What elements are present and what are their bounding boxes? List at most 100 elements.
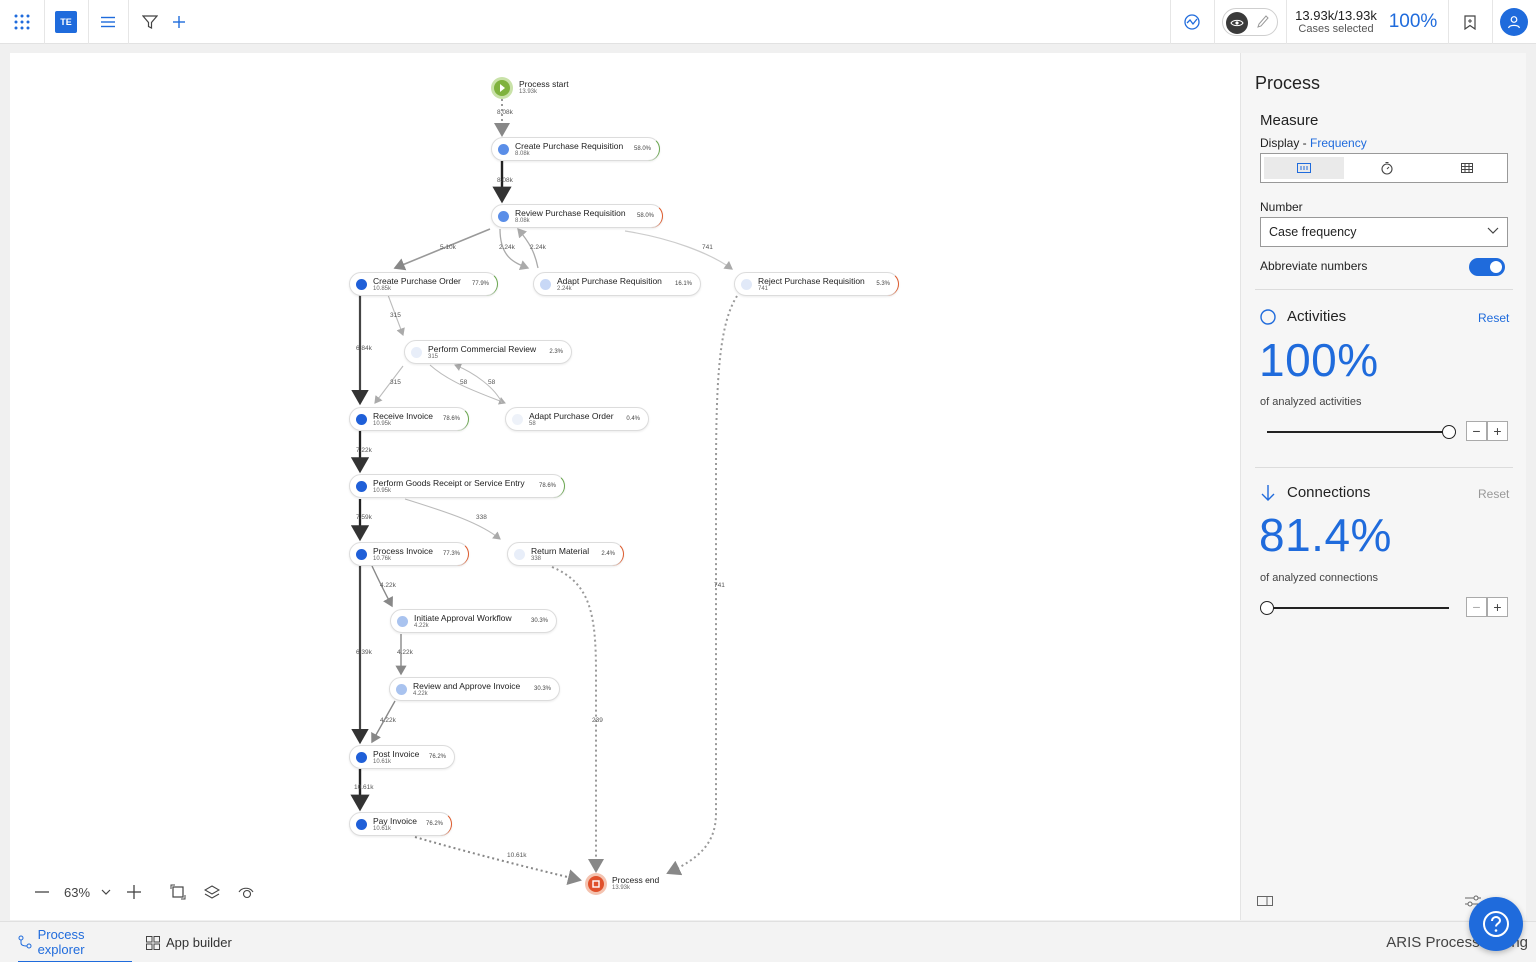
top-bar: TE 13.93k/13.93k Cases selected 100% (0, 0, 1536, 44)
app-builder-icon (146, 935, 160, 950)
chevron-down-icon[interactable] (100, 880, 112, 904)
view-edit-toggle[interactable] (1222, 0, 1278, 44)
settings-sliders-icon[interactable] (1465, 894, 1481, 913)
node-create-purchase-order[interactable]: Create Purchase Order 10.85k 77.9% (349, 272, 498, 296)
connections-reset-link[interactable]: Reset (1478, 487, 1510, 501)
edge-label: 315 (390, 312, 401, 319)
activity-dot (356, 819, 367, 830)
number-select[interactable]: Case frequency (1260, 217, 1508, 247)
table-tab[interactable] (1427, 154, 1507, 182)
add-filter-icon[interactable] (168, 0, 190, 44)
activities-decrease-button[interactable]: − (1466, 421, 1487, 441)
zoom-level[interactable]: 63% (64, 884, 91, 900)
node-count: 8.08k (515, 218, 530, 224)
activities-stepper: − + (1466, 421, 1508, 441)
node-perform-commercial-review[interactable]: Perform Commercial Review 315 2.3% (404, 340, 572, 364)
frequency-icon (1297, 163, 1311, 173)
node-name: Post Invoice (373, 749, 420, 759)
edge-rai-post (371, 700, 396, 744)
node-percent: 77.9% (471, 281, 489, 287)
filter-icon[interactable] (138, 0, 162, 44)
process-start-node[interactable]: Process start 13.93k (490, 76, 569, 105)
measure-heading: Measure (1260, 112, 1319, 129)
edge-apreq-rpreq (517, 228, 539, 269)
connections-slider-track[interactable] (1267, 607, 1449, 609)
connections-increase-button[interactable]: + (1487, 597, 1508, 617)
activities-heading: Activities (1287, 308, 1347, 325)
activities-slider-track[interactable] (1267, 431, 1449, 433)
edge-label: 8.08k (497, 109, 513, 116)
activities-reset-link[interactable]: Reset (1478, 311, 1510, 325)
node-percent: 16.1% (674, 281, 692, 287)
user-avatar[interactable] (1500, 8, 1528, 36)
activity-dot (356, 481, 367, 492)
node-count: 10.61k (373, 826, 392, 832)
app-launcher-icon[interactable] (0, 0, 44, 44)
node-percent: 30.3% (533, 686, 551, 692)
zoom-out-icon[interactable] (30, 880, 54, 904)
node-count: 10.95k (373, 421, 392, 427)
process-canvas[interactable]: 8.08k 8.08k 5.10k 2.24k 2.24k 741 315 6.… (10, 53, 1240, 920)
node-name: Adapt Purchase Order (529, 411, 614, 421)
node-count: 4.22k (413, 691, 428, 697)
process-settings-panel: Process Measure Display - Frequency Numb… (1240, 53, 1526, 920)
cases-count: 13.93k/13.93k (1295, 7, 1377, 23)
activity-dot (540, 279, 551, 290)
node-post-invoice[interactable]: Post Invoice 10.61k 76.2% (349, 745, 455, 769)
zoom-in-icon[interactable] (122, 880, 146, 904)
layers-icon[interactable] (200, 880, 224, 904)
help-button[interactable] (1469, 897, 1523, 951)
node-adapt-purchase-requisition[interactable]: Adapt Purchase Requisition 2.24k 16.1% (533, 272, 701, 296)
node-create-purchase-requisition[interactable]: Create Purchase Requisition 8.08k 58.0% (491, 137, 660, 161)
bookmark-icon[interactable] (1456, 0, 1484, 44)
edge-pgr-rm (404, 498, 501, 540)
tab-app-builder[interactable]: App builder (146, 922, 232, 962)
node-percent: 58.0% (636, 213, 654, 219)
node-reject-purchase-requisition[interactable]: Reject Purchase Requisition 741 5.3% (734, 272, 899, 296)
edge-label: 239 (592, 717, 603, 724)
project-badge[interactable]: TE (44, 0, 88, 44)
node-count: 8.08k (515, 151, 530, 157)
edge-label: 8.08k (497, 177, 513, 184)
process-end-node[interactable]: Process end 13.93k (584, 872, 659, 901)
fit-to-screen-icon[interactable] (166, 880, 190, 904)
node-pay-invoice[interactable]: Pay Invoice 10.61k 76.2% (349, 812, 452, 836)
node-adapt-purchase-order[interactable]: Adapt Purchase Order 58 0.4% (505, 407, 649, 431)
node-review-purchase-requisition[interactable]: Review Purchase Requisition 8.08k 58.0% (491, 204, 663, 228)
connections-stepper: − + (1466, 597, 1508, 617)
edge-label: 6.39k (356, 649, 372, 656)
edge-label: 741 (702, 244, 713, 251)
edge-apo-pcr (454, 363, 503, 404)
node-percent: 76.2% (428, 754, 446, 760)
analysis-icon[interactable] (1178, 0, 1206, 44)
node-name: Perform Commercial Review (428, 344, 537, 354)
menu-icon[interactable] (88, 0, 128, 44)
tab-process-explorer[interactable]: Process explorer (18, 922, 132, 962)
abbreviate-toggle[interactable] (1469, 258, 1505, 276)
coverage-arc (649, 204, 663, 228)
connections-decrease-button[interactable]: − (1466, 597, 1487, 617)
activity-dot (498, 211, 509, 222)
node-perform-goods-receipt[interactable]: Perform Goods Receipt or Service Entry 1… (349, 474, 565, 498)
edge-label: 4.22k (380, 717, 396, 724)
frequency-tab[interactable] (1264, 157, 1344, 179)
activities-increase-button[interactable]: + (1487, 421, 1508, 441)
duration-tab[interactable] (1347, 154, 1427, 182)
node-return-material[interactable]: Return Material 338 2.4% (507, 542, 624, 566)
node-name: Perform Goods Receipt or Service Entry (373, 478, 525, 488)
animation-icon[interactable] (234, 880, 258, 904)
node-name: Create Purchase Requisition (515, 141, 624, 151)
node-receive-invoice[interactable]: Receive Invoice 10.95k 78.6% (349, 407, 469, 431)
zoom-controls: 63% (30, 880, 258, 904)
activities-slider-knob[interactable] (1442, 425, 1456, 439)
node-percent: 78.6% (538, 483, 556, 489)
node-count: 4.22k (414, 623, 429, 629)
activity-dot (512, 414, 523, 425)
connections-slider-knob[interactable] (1260, 601, 1274, 615)
node-process-invoice[interactable]: Process Invoice 10.76k 77.3% (349, 542, 469, 566)
node-initiate-approval-workflow[interactable]: Initiate Approval Workflow 4.22k 30.3% (390, 609, 557, 633)
edge-label: 4.22k (397, 649, 413, 656)
node-review-and-approve-invoice[interactable]: Review and Approve Invoice 4.22k 30.3% (389, 677, 560, 701)
activity-dot (514, 549, 525, 560)
collapse-panel-icon[interactable] (1257, 894, 1273, 912)
